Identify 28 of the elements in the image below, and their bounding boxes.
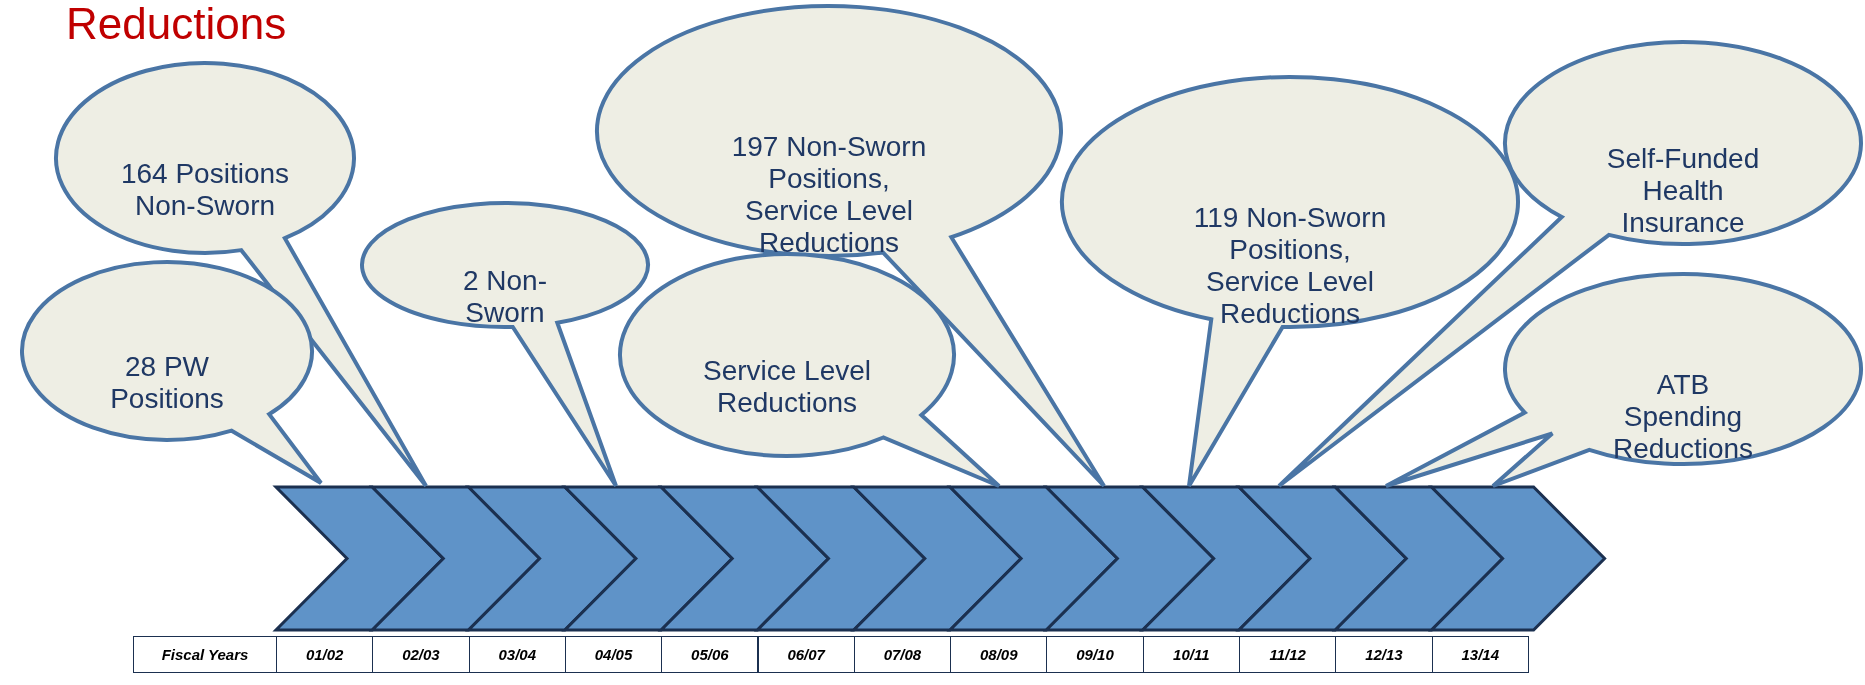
speech-bubble — [19, 259, 324, 486]
bubble-text: 164 Positions Non-Sworn — [120, 158, 290, 222]
table-cell: 01/02 — [276, 636, 374, 673]
table-cell: 07/08 — [853, 636, 952, 673]
speech-bubble — [1059, 74, 1521, 489]
bubble-text: 197 Non-Sworn Positions, Service Level Reductions — [730, 131, 928, 259]
bubble-text: 28 PW Positions — [109, 351, 225, 415]
table-cell: 10/11 — [1142, 636, 1240, 673]
table-header-cell: Fiscal Years — [133, 636, 277, 673]
table-cell: 05/06 — [661, 636, 759, 673]
table-cell: 08/09 — [950, 636, 1048, 673]
table-cell: 04/05 — [564, 636, 663, 673]
table-cell: 11/12 — [1239, 636, 1337, 673]
speech-bubble — [617, 251, 1002, 489]
table-cell: 09/10 — [1046, 636, 1144, 673]
table-cell: 02/03 — [372, 636, 470, 673]
bubble-text: Service Level Reductions — [702, 355, 872, 419]
table-cell: 13/14 — [1431, 636, 1529, 673]
bubble-text: 119 Non-Sworn Positions, Service Level Reductions — [1192, 202, 1388, 330]
title: Reductions — [66, 0, 287, 48]
speech-bubble — [1383, 271, 1864, 489]
table-cell: 03/04 — [468, 636, 566, 673]
bubble-text: ATB Spending Reductions — [1611, 369, 1755, 465]
bubble-text: Self-Funded Health Insurance — [1605, 143, 1761, 239]
bubble-text: 2 Non-Sworn — [461, 265, 548, 329]
table-cell: 12/13 — [1335, 636, 1433, 673]
speech-bubble — [359, 200, 651, 489]
table-cell: 06/07 — [757, 636, 855, 673]
